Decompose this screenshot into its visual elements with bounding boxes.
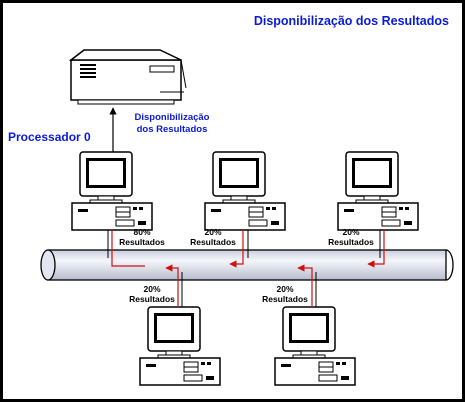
printer-caption-line2: dos Resultados — [137, 124, 208, 135]
processor-label: Processador 0 — [8, 130, 91, 144]
result-flow-arrows — [111, 230, 385, 307]
printer-caption-line1: Disponibilização — [135, 112, 210, 123]
pc2-results-label: Resultados — [328, 237, 374, 247]
pc2-percent-label: 20% — [342, 227, 359, 237]
printer-icon — [68, 49, 187, 105]
pc1-percent-label: 20% — [204, 227, 221, 237]
pc0-results-label: Resultados — [119, 237, 165, 247]
pc3-results-label: Resultados — [129, 294, 175, 304]
pc0-percent-label: 80% — [133, 227, 150, 237]
pc1-results-label: Resultados — [190, 237, 236, 247]
pc3-percent-label: 20% — [143, 284, 160, 294]
drop-cables — [107, 230, 381, 307]
pc4-results-label: Resultados — [262, 294, 308, 304]
diagram-title: Disponibilização dos Resultados — [254, 14, 449, 28]
pc4-percent-label: 20% — [276, 284, 293, 294]
network-bus — [40, 249, 454, 281]
